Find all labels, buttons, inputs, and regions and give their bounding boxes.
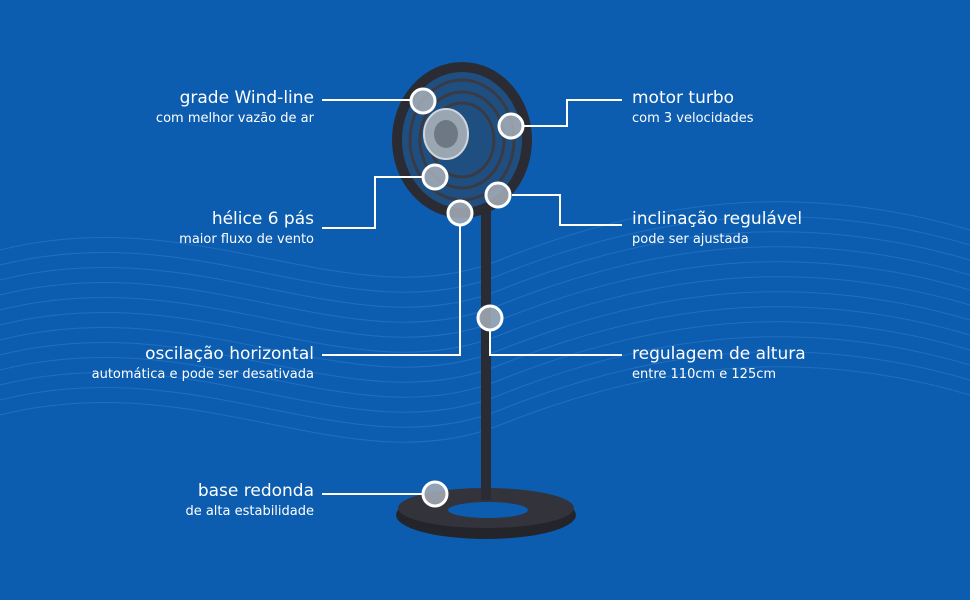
- callout-base: base redonda de alta estabilidade: [14, 480, 314, 522]
- fan-product: [392, 62, 576, 539]
- callout-subtitle: com 3 velocidades: [632, 111, 754, 126]
- callout-grade: grade Wind-line com melhor vazão de ar: [14, 87, 314, 129]
- callout-subtitle: pode ser ajustada: [632, 232, 749, 247]
- callout-subtitle: entre 110cm e 125cm: [632, 367, 777, 382]
- callout-title: motor turbo: [632, 88, 735, 108]
- callout-subtitle: de alta estabilidade: [185, 504, 314, 519]
- callout-lines: [322, 99, 622, 495]
- callout-title: base redonda: [197, 481, 314, 501]
- callout-regulagem: regulagem de altura entre 110cm e 125cm: [632, 343, 932, 385]
- callout-subtitle: com melhor vazão de ar: [155, 111, 314, 126]
- callout-title: inclinação regulável: [632, 209, 803, 229]
- callout-subtitle: maior fluxo de vento: [179, 232, 314, 247]
- callout-title: grade Wind-line: [179, 88, 314, 108]
- callout-subtitle: automática e pode ser desativada: [91, 367, 314, 382]
- callout-title: regulagem de altura: [632, 344, 806, 364]
- callout-helice: hélice 6 pás maior fluxo de vento: [14, 208, 314, 250]
- callout-motor: motor turbo com 3 velocidades: [632, 87, 932, 129]
- callout-oscilacao: oscilação horizontal automática e pode s…: [14, 343, 314, 385]
- callout-title: hélice 6 pás: [211, 209, 314, 229]
- callout-title: oscilação horizontal: [145, 344, 314, 364]
- callout-markers: [409, 87, 525, 508]
- callout-inclinacao: inclinação regulável pode ser ajustada: [632, 208, 932, 250]
